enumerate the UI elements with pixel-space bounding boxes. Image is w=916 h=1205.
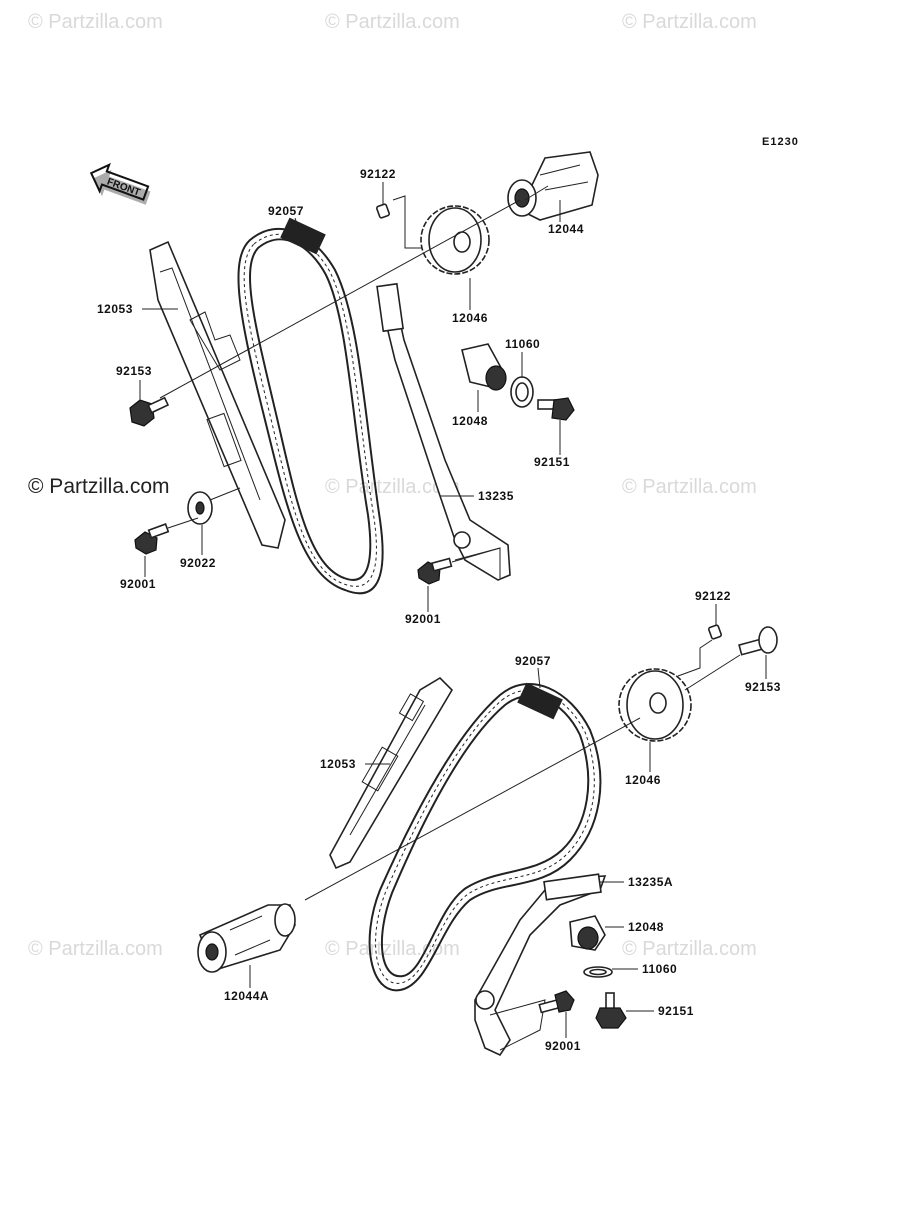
label-bolt-left-top: 92001 [120,577,156,591]
gasket-top [510,376,534,408]
tensioner-top [461,343,507,391]
watermark-mid-left: © Partzilla.com [28,475,170,498]
axis-line-bottom-2 [684,654,741,691]
label-gasket-top: 11060 [505,337,540,351]
tensioner-guide-top [376,282,511,581]
label-bolt-right-top: 92001 [405,612,441,626]
chain-guide-top [149,240,286,549]
axis-line-top [159,199,521,399]
label-tensioner-top: 12048 [452,414,488,428]
chain-guide-bottom [329,676,454,870]
label-tensioner-bottom: 12048 [628,920,664,934]
label-sprocket-top: 12046 [452,311,488,325]
label-sprocket-bottom: 12046 [625,773,661,787]
watermark-top-left: © Partzilla.com [28,11,163,33]
cam-chain-bottom [368,682,602,992]
guide-bolt-top [129,396,170,427]
bolt-left-top [134,487,241,555]
watermark-bottom-left: © Partzilla.com [28,938,163,960]
watermark-mid-center: © Partzilla.com [325,476,460,498]
axis-line-top-2 [524,185,549,201]
label-chain-guide-bottom: 12053 [320,757,356,771]
label-bolt-bottom: 92001 [545,1039,581,1053]
washer-top [187,491,213,525]
watermark-mid-right: © Partzilla.com [622,476,757,498]
watermark-bottom-center: © Partzilla.com [325,938,460,960]
tensioner-guide-bottom [474,873,607,1057]
pin-top [376,195,430,249]
watermark-bottom-right: © Partzilla.com [622,938,757,960]
label-cam-chain-bottom: 92057 [515,654,551,668]
bolt-bottom [538,990,575,1014]
gasket-bottom [583,966,613,978]
label-guide-bolt-top: 92153 [116,364,152,378]
camshaft-bottom [197,903,296,973]
diagram-code: E1230 [762,136,799,148]
label-camshaft-bottom: 12044A [224,989,269,1003]
label-camshaft-top: 12044 [548,222,584,236]
label-chain-guide-top: 12053 [97,302,133,316]
label-tensioner-guide-top: 13235 [478,489,514,503]
label-pin-bottom: 92122 [695,589,731,603]
camshaft-top [507,151,599,221]
watermark-top-center: © Partzilla.com [325,11,460,33]
label-guide-bolt-bottom: 92153 [745,680,781,694]
front-arrow-icon: FRONT [89,162,151,205]
bolt-right-top [417,547,501,585]
pin-bottom [677,624,722,677]
label-washer-top: 92022 [180,556,216,570]
label-gasket-bottom: 11060 [642,962,677,976]
tensioner-bottom [569,915,606,951]
sprocket-top [420,205,490,275]
label-tensioner-bolt-bottom: 92151 [658,1004,694,1018]
cam-chain-top [237,217,384,595]
label-cam-chain-top: 92057 [268,204,304,218]
label-pin-top: 92122 [360,167,396,181]
label-tensioner-bolt-top: 92151 [534,455,570,469]
labels-bottom: 92122 92057 92153 12053 12046 13235A 120… [224,589,781,1053]
axis-line-bottom [304,717,641,901]
guide-bolt-bottom [738,626,778,656]
sprocket-bottom [618,668,692,742]
tensioner-bolt-bottom [595,992,627,1029]
tensioner-bolt-top [537,397,575,421]
labels-top: 92057 92122 12044 12046 12053 92153 1106… [97,167,584,626]
label-tensioner-guide-bottom: 13235A [628,875,673,889]
watermark-top-right: © Partzilla.com [622,11,757,33]
